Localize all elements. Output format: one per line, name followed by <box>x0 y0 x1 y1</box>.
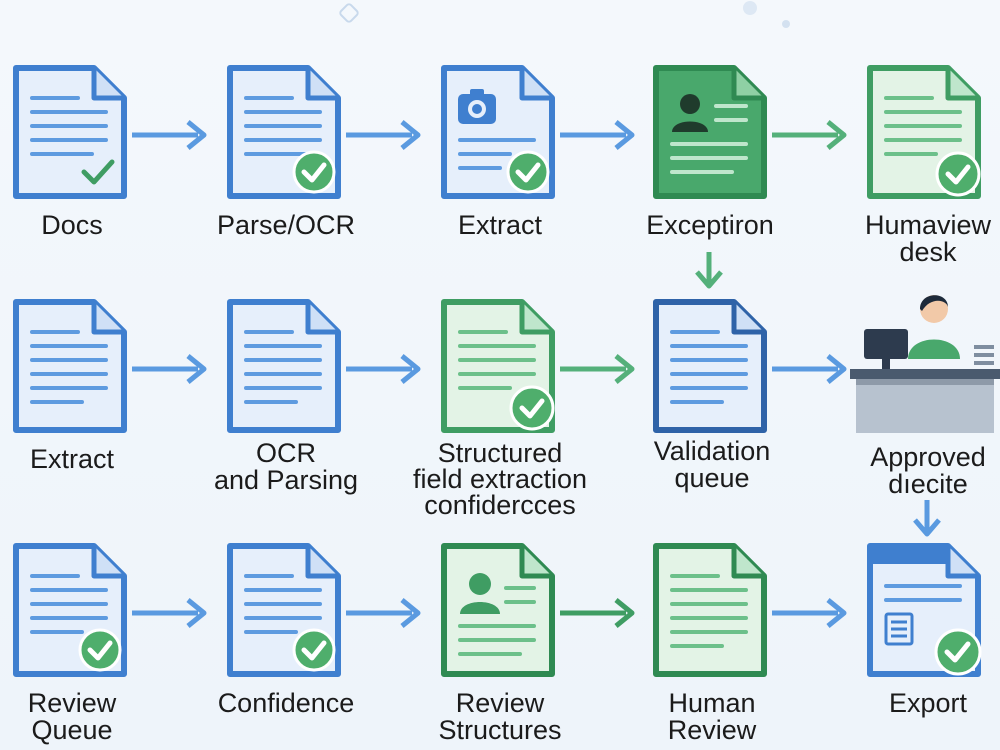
node-label-review-queue: Review Queue <box>27 688 117 745</box>
document-icon <box>653 299 767 433</box>
node-label-confidence: Confidence <box>217 688 355 718</box>
document-list-check-badge-icon <box>867 543 982 677</box>
document-icon <box>13 299 127 433</box>
node-label-extract: Extract <box>457 210 543 240</box>
document-person-icon <box>653 65 767 199</box>
node-label-review-desk: Humaview desk <box>864 210 992 267</box>
arrow-down <box>913 500 941 537</box>
node-label-human-review: Human Review <box>667 688 757 745</box>
node-label-approved: Approved dıecite <box>870 442 986 499</box>
arrow-right <box>772 120 847 150</box>
node-label-exception: Exceptiron <box>646 210 774 240</box>
document-check-badge-icon <box>867 65 981 199</box>
node-label-validation-queue: Validation queue <box>653 436 771 493</box>
node-label-extract-2: Extract <box>29 444 115 474</box>
node-label-review-structures: Review Structures <box>438 688 562 745</box>
document-check-badge-icon <box>441 299 555 433</box>
arrow-right <box>560 598 635 628</box>
reviewer-at-desk-icon <box>850 295 1000 433</box>
arrow-down <box>695 252 723 289</box>
document-camera-icon <box>441 65 555 199</box>
arrow-right <box>560 354 635 384</box>
document-check-badge-icon <box>227 543 341 677</box>
arrow-right <box>132 354 207 384</box>
arrow-right <box>560 120 635 150</box>
document-icon <box>227 299 341 433</box>
arrow-right <box>346 120 421 150</box>
document-checkmark-icon <box>13 65 127 199</box>
node-label-ocr-parsing: OCR and Parsing <box>213 438 359 495</box>
arrow-right <box>772 598 847 628</box>
node-label-structured-extraction: Structured field extraction confidercces <box>412 438 588 520</box>
document-check-badge-icon <box>227 65 341 199</box>
document-icon <box>653 543 767 677</box>
document-check-badge-icon <box>13 543 127 677</box>
arrow-right <box>346 598 421 628</box>
node-label-export: Export <box>888 688 968 718</box>
arrow-right <box>132 120 207 150</box>
arrow-right <box>772 354 847 384</box>
node-label-parse-ocr: Parse/OCR <box>216 210 356 240</box>
arrow-right <box>132 598 207 628</box>
node-label-docs: Docs <box>41 210 103 240</box>
document-person-icon <box>441 543 555 677</box>
arrow-right <box>346 354 421 384</box>
